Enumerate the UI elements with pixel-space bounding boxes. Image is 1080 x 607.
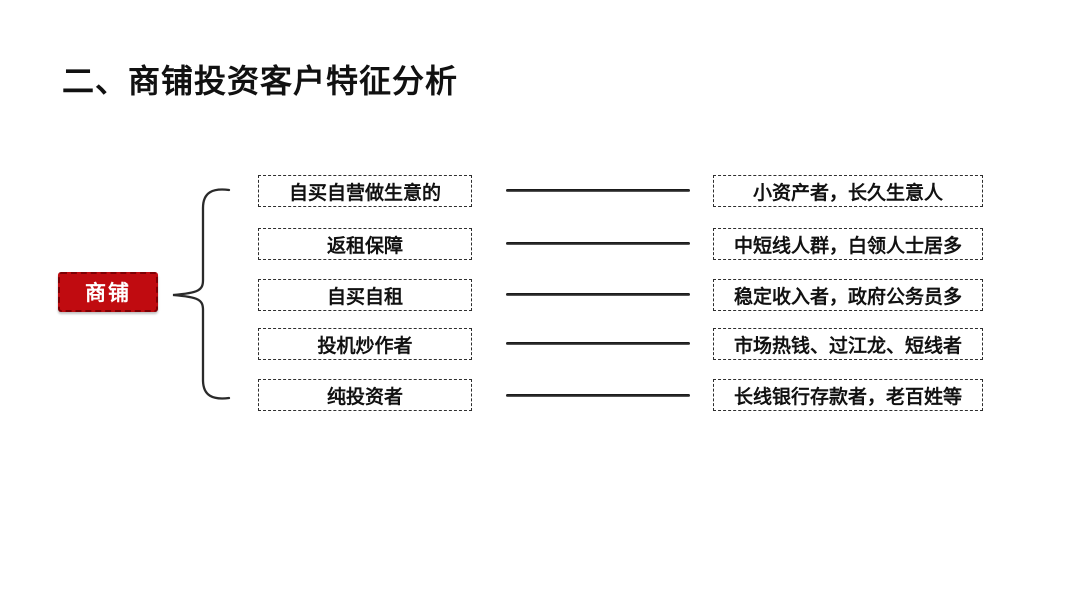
type-box-4: 投机炒作者 — [258, 328, 472, 360]
trait-box-4: 市场热钱、过江龙、短线者 — [713, 328, 983, 360]
trait-box-3: 稳定收入者，政府公务员多 — [713, 279, 983, 311]
trait-box-5: 长线银行存款者，老百姓等 — [713, 379, 983, 411]
type-box-2: 返租保障 — [258, 228, 472, 260]
type-label-2: 返租保障 — [326, 235, 403, 257]
row-connector-4 — [506, 342, 690, 345]
trait-label-3: 稳定收入者，政府公务员多 — [733, 286, 962, 308]
row-connector-2 — [506, 242, 690, 245]
trait-box-2: 中短线人群，白领人士居多 — [713, 228, 983, 260]
slide-title: 二、商铺投资客户特征分析 — [62, 63, 459, 99]
type-label-4: 投机炒作者 — [317, 335, 413, 357]
trait-label-2: 中短线人群，白领人士居多 — [733, 235, 962, 257]
type-label-1: 自买自营做生意的 — [288, 182, 441, 204]
trait-label-4: 市场热钱、过江龙、短线者 — [733, 335, 962, 357]
trait-box-1: 小资产者，长久生意人 — [713, 175, 983, 207]
type-box-3: 自买自租 — [258, 279, 472, 311]
type-label-5: 纯投资者 — [326, 386, 403, 408]
root-node-label: 商铺 — [85, 282, 131, 305]
brace-icon — [172, 188, 231, 400]
trait-label-1: 小资产者，长久生意人 — [752, 182, 943, 204]
type-box-5: 纯投资者 — [258, 379, 472, 411]
type-label-3: 自买自租 — [326, 286, 403, 308]
trait-label-5: 长线银行存款者，老百姓等 — [733, 386, 962, 408]
root-node-shop: 商铺 — [58, 272, 158, 312]
row-connector-1 — [506, 189, 690, 192]
type-box-1: 自买自营做生意的 — [258, 175, 472, 207]
row-connector-5 — [506, 394, 690, 397]
row-connector-3 — [506, 293, 690, 296]
